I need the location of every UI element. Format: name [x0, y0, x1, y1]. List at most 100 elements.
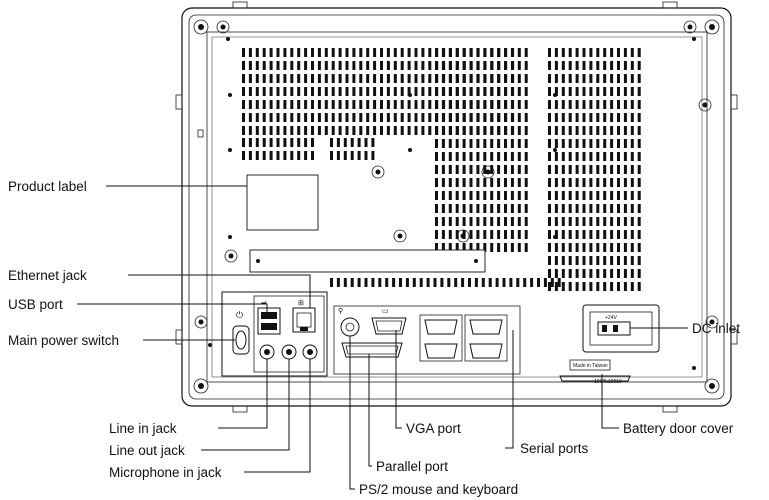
vent-slot	[630, 282, 634, 291]
vent-slot	[524, 48, 528, 57]
vent-slot	[504, 48, 507, 57]
vent-slot	[617, 256, 620, 265]
vent-slot	[623, 126, 627, 135]
vent-slot	[610, 165, 614, 174]
vent-slot	[317, 87, 321, 96]
vent-slot	[345, 61, 349, 70]
vent-slot	[637, 139, 641, 148]
vent-slot	[476, 100, 480, 109]
callout-main-power-switch: Main power switch	[8, 333, 119, 348]
vent-slot	[441, 152, 445, 161]
vent-slot	[497, 48, 501, 57]
vent-slot	[435, 204, 438, 213]
vent-slot	[386, 100, 390, 109]
vent-slot	[469, 243, 473, 252]
vent-slot	[242, 61, 245, 70]
vent-slot	[345, 126, 349, 135]
vent-slot	[617, 152, 620, 161]
vent-slot	[596, 230, 600, 239]
vent-slot	[338, 48, 342, 57]
vent-slot	[623, 61, 627, 70]
vent-slot	[637, 243, 641, 252]
vent-slot	[255, 48, 259, 57]
vent-slot	[623, 87, 627, 96]
vent-slot	[304, 61, 308, 70]
vent-slot	[380, 100, 383, 109]
vent-slot	[262, 138, 266, 147]
vent-slot	[435, 74, 438, 83]
vent-slot	[476, 204, 480, 213]
vent-slot	[637, 152, 641, 161]
vent-slot	[497, 178, 501, 187]
vent-slot	[248, 151, 252, 160]
vent-slot	[623, 256, 627, 265]
vent-slot	[502, 278, 506, 287]
vent-slot	[317, 61, 321, 70]
vent-slot	[548, 243, 551, 252]
vent-slot	[575, 269, 579, 278]
vent-slot	[357, 151, 361, 160]
vent-slot	[359, 61, 363, 70]
main-power-switch-graphic: ⏻	[232, 310, 250, 355]
vent-slot	[548, 204, 551, 213]
vent-slot	[575, 113, 579, 122]
vent-slot	[338, 113, 342, 122]
vent-slot	[589, 100, 593, 109]
vent-slot	[371, 138, 375, 147]
vent-slot	[373, 100, 377, 109]
vent-slot	[441, 113, 445, 122]
back-plate	[206, 31, 708, 383]
vent-slot	[248, 113, 252, 122]
vent-slot	[469, 113, 473, 122]
vent-slot	[441, 61, 445, 70]
vent-slot	[548, 48, 551, 57]
vent-slot	[568, 165, 572, 174]
vent-slot	[421, 126, 425, 135]
vent-slot	[276, 61, 280, 70]
vent-slot	[548, 165, 551, 174]
vent-slot	[589, 204, 593, 213]
vent-slot	[603, 61, 607, 70]
vent-slot	[497, 243, 501, 252]
vent-slot	[350, 151, 354, 160]
vent-slot	[352, 100, 356, 109]
vent-slot	[589, 243, 593, 252]
vent-slot	[441, 74, 445, 83]
vent-slot	[582, 100, 586, 109]
vent-slot	[637, 61, 641, 70]
vent-slot	[441, 230, 445, 239]
vent-slot	[343, 138, 347, 147]
vent-slot	[490, 230, 494, 239]
vent-slot	[248, 126, 252, 135]
vent-slot	[400, 87, 404, 96]
vent-slot	[630, 230, 634, 239]
vent-slot	[617, 100, 620, 109]
vent-slot	[359, 74, 363, 83]
vent-slot	[483, 100, 487, 109]
vent-slot	[497, 191, 501, 200]
vent-slot	[462, 139, 466, 148]
vent-slot	[575, 178, 579, 187]
vent-slot	[637, 178, 641, 187]
vent-slot	[371, 151, 375, 160]
ethernet-jack-graphic: ⊞	[292, 300, 316, 333]
vent-slot	[393, 74, 397, 83]
vent-slot	[269, 151, 273, 160]
vent-slot	[441, 217, 445, 226]
vent-slot	[561, 217, 565, 226]
vent-slot	[297, 138, 301, 147]
vent-slot	[283, 151, 287, 160]
vent-slot	[283, 100, 287, 109]
vent-slot	[242, 74, 245, 83]
vent-slot	[575, 139, 579, 148]
vent-slot	[630, 217, 634, 226]
vent-slot	[490, 217, 494, 226]
vent-slot	[554, 152, 558, 161]
vent-slot	[568, 126, 572, 135]
vent-slot	[448, 204, 452, 213]
vent-slot	[476, 126, 480, 135]
vent-slot	[589, 126, 593, 135]
vent-slot	[596, 100, 600, 109]
vent-slot	[393, 126, 397, 135]
vent-slot	[476, 243, 480, 252]
